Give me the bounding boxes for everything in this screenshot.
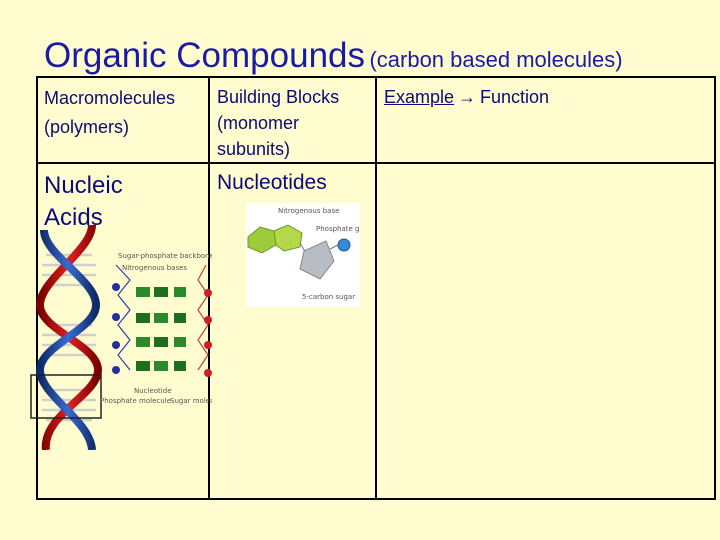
- label-five-carbon-sugar: 5-carbon sugar: [302, 293, 355, 301]
- phosphate-group-shape: [337, 238, 351, 252]
- label-nucleotide: Nucleotide: [134, 387, 172, 395]
- phosphate-groups: [112, 283, 120, 374]
- backbone-detail: [115, 264, 209, 371]
- compounds-table: Macromolecules (polymers) Building Block…: [36, 76, 716, 500]
- row-nucleic-acids-building-block: Nucleotides: [217, 171, 327, 194]
- nitrogenous-base-shape-2: [273, 224, 303, 252]
- label-sugar-phosphate-backbone: Sugar-phosphate backbone: [118, 252, 212, 260]
- dna-helix-diagram: Sugar-phosphate backbone Nitrogenous bas…: [30, 225, 212, 450]
- nucleotide-highlight-box: [30, 374, 102, 419]
- page-title: Organic Compounds (carbon based molecule…: [44, 36, 623, 76]
- phosphate-groups-right: [204, 289, 212, 377]
- label-nitrogenous-bases: Nitrogenous bases: [122, 264, 187, 272]
- label-sugar-molecule: Sugar molecule: [170, 397, 212, 405]
- header-macromolecules: Macromolecules (polymers): [44, 84, 175, 142]
- blue-backbone-strand: [35, 229, 101, 450]
- label-phosphate-molecule: Phosphate molecule: [100, 397, 171, 405]
- header-building-blocks: Building Blocks (monomer subunits): [217, 84, 339, 162]
- header-example: Example: [384, 87, 455, 107]
- header-function: Function: [480, 87, 550, 107]
- column-divider-2: [375, 78, 377, 498]
- header-macromolecules-line2: (polymers): [44, 117, 130, 137]
- title-subtitle: (carbon based molecules): [369, 47, 623, 72]
- header-divider: [38, 162, 714, 164]
- label-phosphate-group: Phosphate group: [316, 225, 360, 233]
- header-macromolecules-line1: Macromolecules: [44, 88, 176, 108]
- header-building-blocks-line1: Building Blocks: [217, 87, 340, 107]
- five-carbon-sugar-shape: [299, 240, 335, 280]
- macromolecule-line1: Nucleic: [44, 172, 123, 199]
- label-nitrogenous-base: Nitrogenous base: [278, 207, 339, 215]
- nitrogenous-base-pairs: [136, 287, 186, 371]
- header-example-function: Example→Function: [384, 84, 549, 110]
- column-divider-1: [208, 78, 210, 498]
- nucleotide-structure-diagram: Nitrogenous base Phosphate group 5-carbo…: [246, 203, 360, 307]
- header-building-blocks-line3: subunits): [217, 139, 291, 159]
- arrow-right-icon: →: [458, 87, 477, 107]
- header-building-blocks-line2: (monomer: [217, 113, 300, 133]
- title-main: Organic Compounds: [44, 36, 365, 75]
